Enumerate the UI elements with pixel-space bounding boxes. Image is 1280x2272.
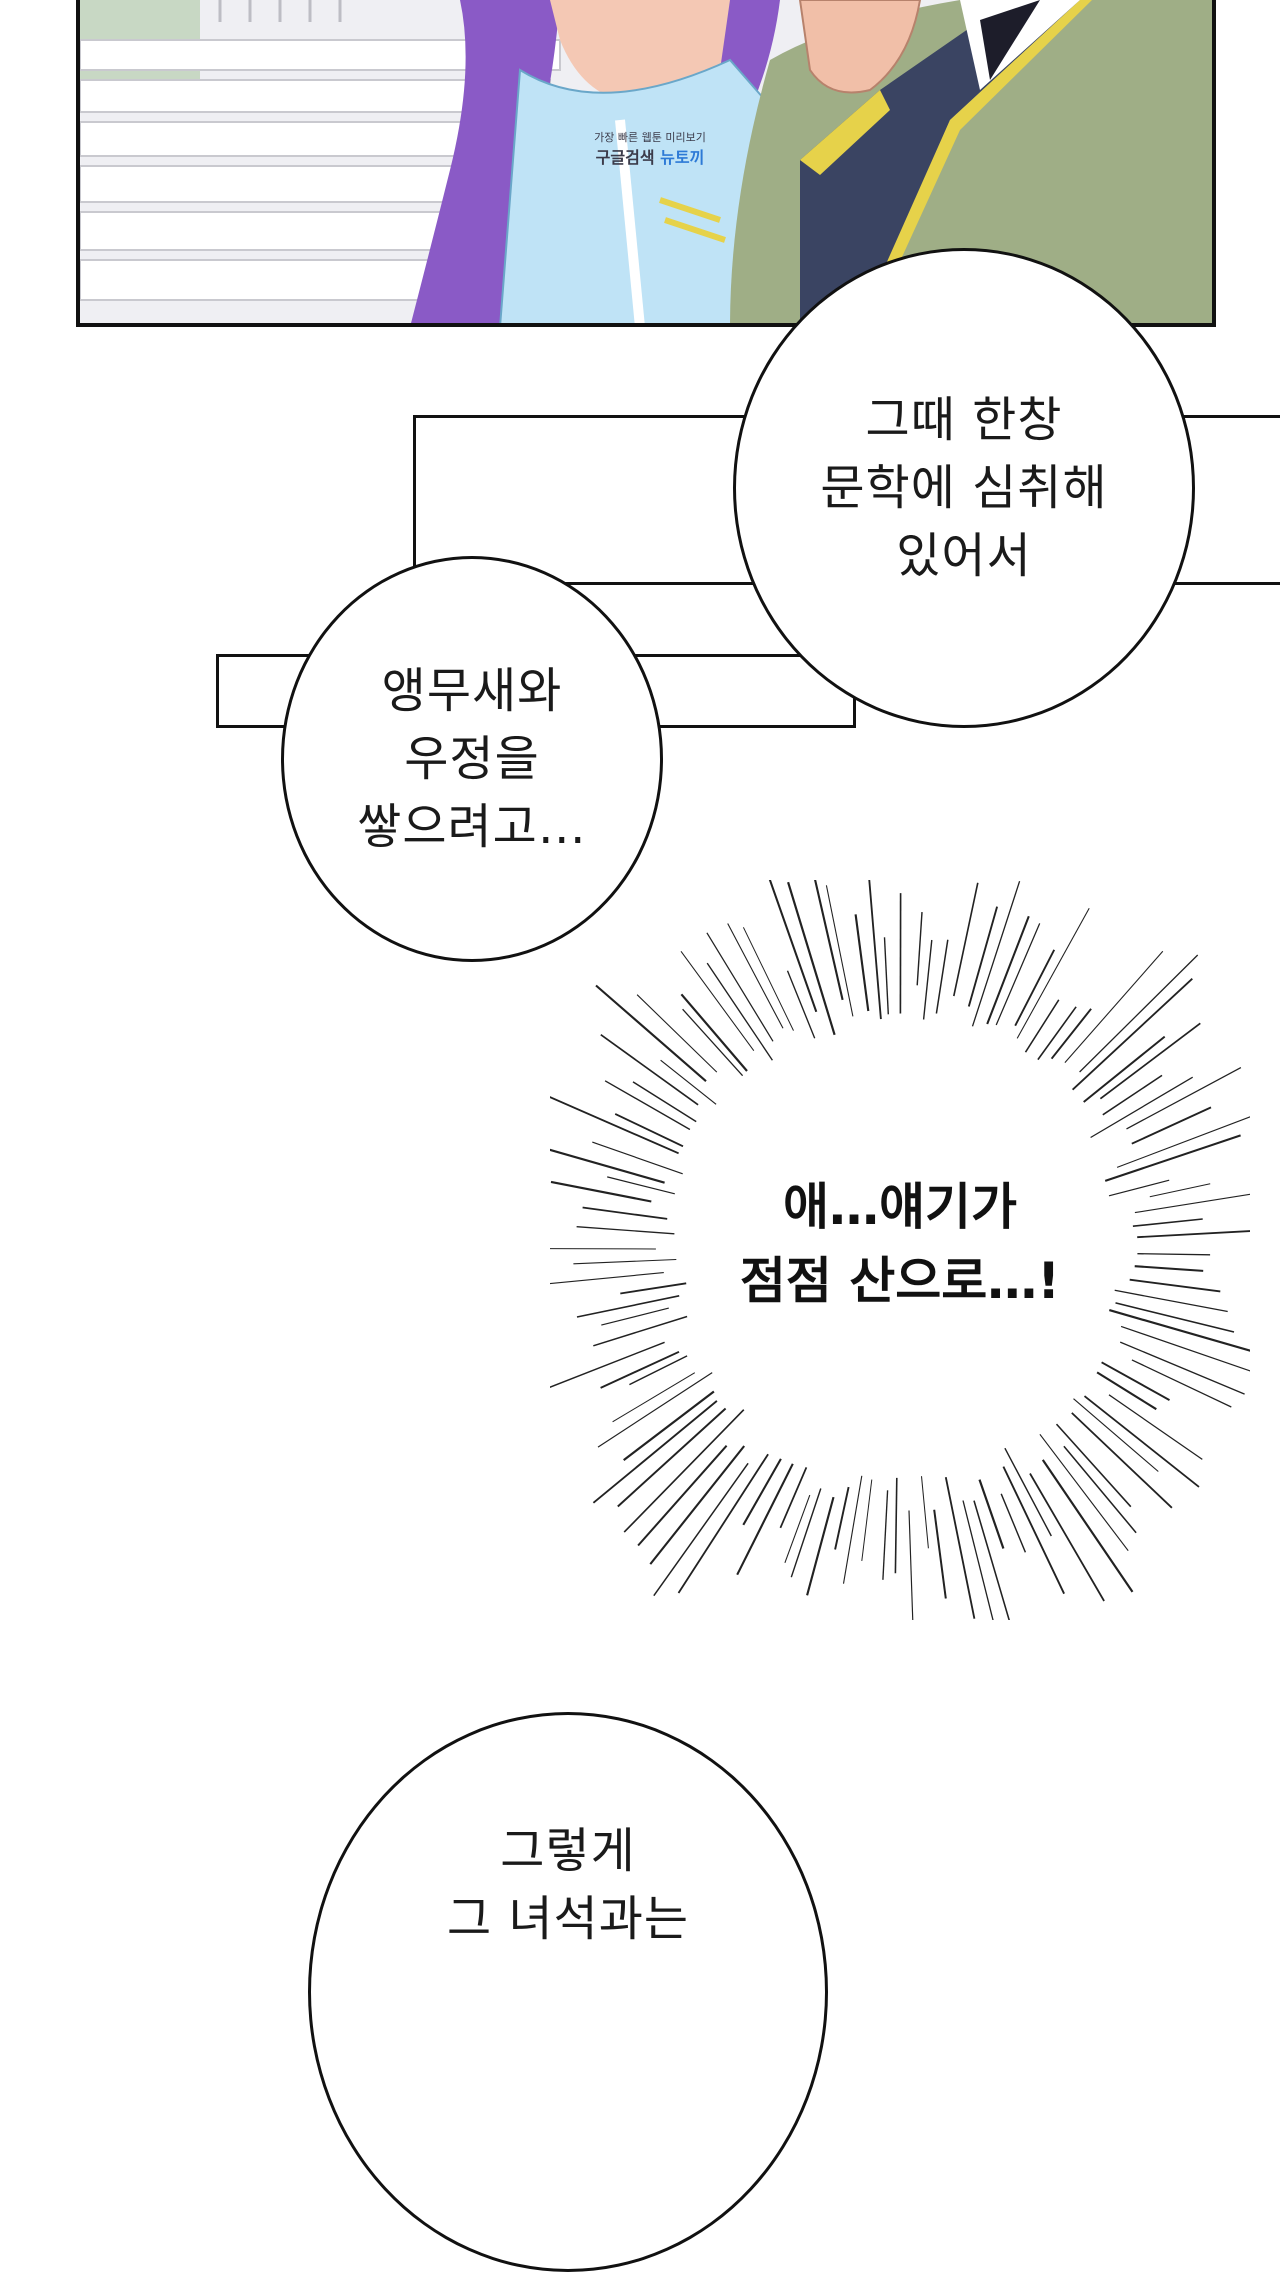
burst-line xyxy=(788,882,835,1035)
burst-line xyxy=(601,1352,679,1388)
burst-line xyxy=(785,1495,810,1563)
burst-line xyxy=(973,881,1020,1026)
burst-line xyxy=(936,940,947,1014)
burst-line xyxy=(885,937,889,1014)
burst-line xyxy=(1097,1372,1156,1409)
burst-line xyxy=(856,914,869,1011)
speech-bubble-4: 그렇게 그 녀석과는 xyxy=(308,1712,828,2272)
burst-line xyxy=(987,916,1029,1024)
speech-bubble-1: 그때 한창 문학에 심취해 있어서 xyxy=(733,248,1195,728)
burst-line xyxy=(1132,1107,1211,1143)
burst-line xyxy=(1040,1434,1128,1550)
burst-line xyxy=(1137,1230,1250,1238)
burst-line xyxy=(1030,1474,1104,1602)
burst-line xyxy=(624,1392,714,1461)
burst-line xyxy=(707,933,773,1042)
burst-line xyxy=(1072,1413,1172,1508)
burst-line xyxy=(1074,1399,1159,1472)
burst-line xyxy=(1109,1180,1169,1196)
burst-line xyxy=(743,927,793,1030)
burst-line xyxy=(954,883,978,996)
burst-line xyxy=(869,880,881,1019)
burst-line xyxy=(1150,1184,1210,1197)
burst-line xyxy=(1130,1280,1221,1292)
burst-line xyxy=(1065,951,1163,1062)
burst-line xyxy=(963,1501,1003,1621)
burst-line xyxy=(1026,1000,1059,1052)
burst-line xyxy=(593,1317,687,1346)
burst-line xyxy=(1115,1290,1228,1311)
burst-line xyxy=(1001,1494,1025,1553)
burst-line xyxy=(593,1401,717,1503)
burst-line xyxy=(895,1478,896,1573)
burst-line xyxy=(620,1283,686,1293)
burst-line xyxy=(577,1227,675,1234)
burst-line xyxy=(1015,950,1054,1026)
burst-line xyxy=(592,1142,682,1174)
burst-line xyxy=(1135,1266,1204,1271)
burst-line xyxy=(550,1248,656,1249)
burst-line xyxy=(1121,1326,1250,1380)
burst-line xyxy=(1109,1310,1250,1355)
burst-line xyxy=(743,1459,781,1525)
burst-line xyxy=(1133,1219,1203,1226)
burst-line xyxy=(573,1260,676,1264)
watermark-line1: 가장 빠른 웹툰 미리보기 xyxy=(560,128,740,148)
burst-line xyxy=(1135,1193,1250,1213)
burst-line xyxy=(780,1467,806,1528)
burst-line xyxy=(883,1490,888,1580)
burst-line xyxy=(683,1009,743,1075)
burst-line xyxy=(1117,1113,1250,1168)
burst-line xyxy=(788,971,815,1038)
burst-line xyxy=(1120,1342,1244,1394)
burst-line xyxy=(1080,955,1198,1072)
burst-line xyxy=(679,1454,769,1593)
burst-line xyxy=(934,1510,946,1599)
burst-line xyxy=(1091,1077,1193,1137)
burst-line xyxy=(583,1208,668,1219)
burst-line xyxy=(1057,1424,1131,1507)
burst-line xyxy=(1064,1446,1136,1533)
burst-line xyxy=(550,1273,664,1288)
site-watermark: 가장 빠른 웹툰 미리보기 구글검색 뉴토끼 xyxy=(560,128,740,168)
watermark-line2-b: 뉴토끼 xyxy=(660,148,704,167)
burst-text: 애…얘기가 점점 산으로…! xyxy=(700,1170,1100,1318)
speech-bubble-2-text: 앵무새와 우정을 쌓으려고… xyxy=(357,657,587,861)
burst-line xyxy=(1132,1360,1231,1407)
burst-line xyxy=(607,1177,675,1194)
burst-line xyxy=(909,1511,915,1621)
burst-line xyxy=(917,912,922,985)
burst-line xyxy=(1003,1467,1064,1594)
burst-line xyxy=(707,963,772,1060)
speech-bubble-4-text: 그렇게 그 녀석과는 xyxy=(447,1817,689,1953)
burst-line xyxy=(969,907,997,1007)
speech-bubble-1-text: 그때 한창 문학에 심취해 있어서 xyxy=(820,386,1107,590)
burst-line xyxy=(980,1480,1004,1549)
burst-line xyxy=(601,1035,698,1105)
burst-line xyxy=(550,1094,679,1153)
burst-line xyxy=(638,1446,727,1546)
burst-line xyxy=(862,1480,872,1561)
burst-line xyxy=(1105,1135,1240,1181)
burst-line xyxy=(577,1296,679,1317)
watermark-line2-a: 구글검색 xyxy=(596,148,655,167)
burst-line xyxy=(605,1081,690,1130)
burst-line xyxy=(807,1497,833,1595)
burst-line xyxy=(835,1487,849,1549)
burst-line xyxy=(1100,1023,1200,1098)
burst-line xyxy=(844,1476,862,1584)
burst-line xyxy=(1017,908,1089,1038)
burst-line xyxy=(551,1182,651,1202)
burst-line xyxy=(1137,1254,1210,1255)
burst-line xyxy=(946,1477,975,1619)
burst-line xyxy=(924,940,932,1020)
burst-line xyxy=(596,986,706,1082)
burst-line xyxy=(922,1476,929,1548)
burst-line xyxy=(681,994,747,1071)
burst-line xyxy=(1103,1075,1162,1114)
burst-line xyxy=(654,1463,748,1595)
